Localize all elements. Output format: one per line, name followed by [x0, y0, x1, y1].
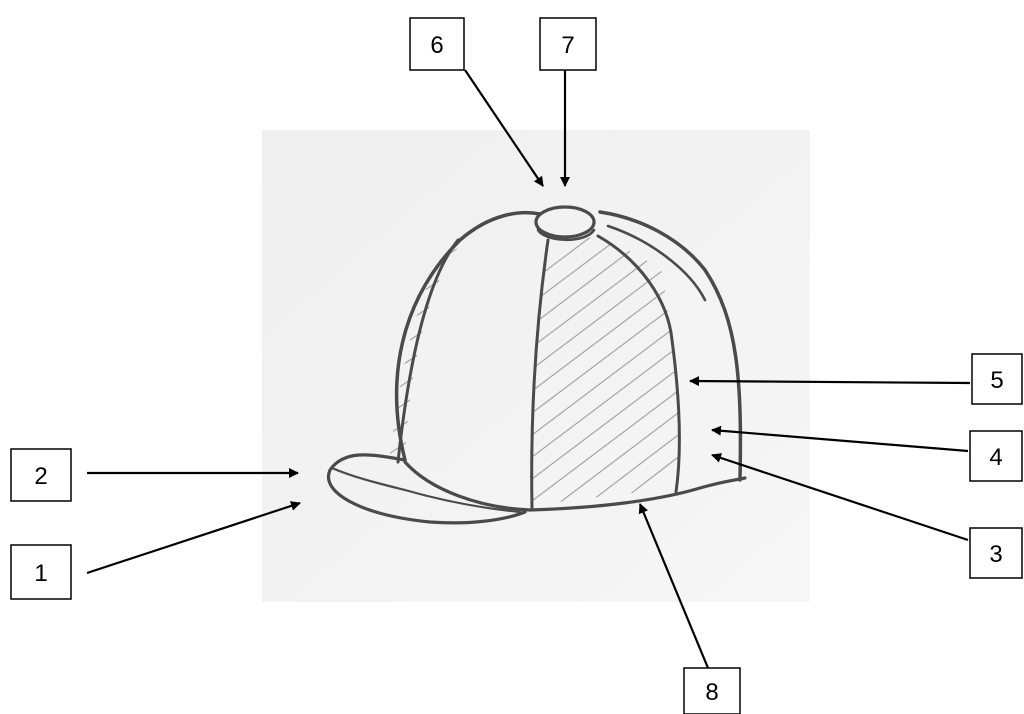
- label-3: 3: [989, 541, 1002, 568]
- label-box-4: 4: [970, 431, 1022, 481]
- label-1: 1: [34, 560, 47, 587]
- label-box-5: 5: [972, 354, 1022, 404]
- label-5: 5: [990, 367, 1003, 394]
- label-box-7: 7: [540, 18, 596, 70]
- label-box-6: 6: [410, 18, 464, 70]
- label-2: 2: [34, 463, 47, 490]
- label-box-3: 3: [970, 528, 1022, 578]
- label-7: 7: [561, 32, 574, 59]
- label-box-2: 2: [11, 449, 71, 501]
- label-6: 6: [430, 32, 443, 59]
- label-4: 4: [989, 444, 1002, 471]
- label-box-1: 1: [11, 545, 71, 599]
- label-8: 8: [705, 679, 718, 706]
- label-box-8: 8: [684, 668, 740, 714]
